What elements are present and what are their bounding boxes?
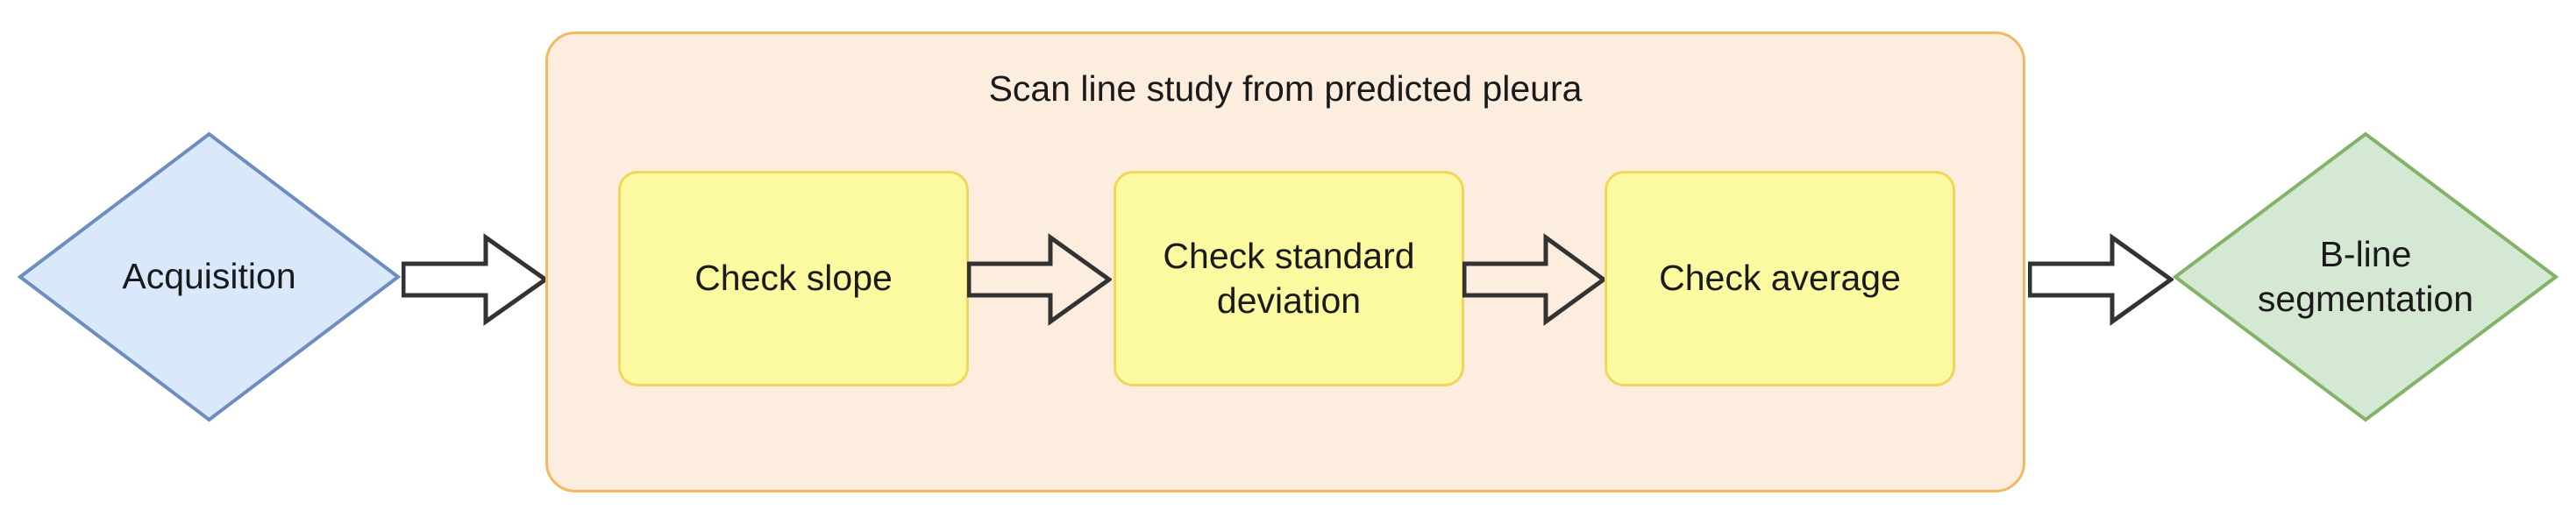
step-check-average-line1: Check average (1659, 258, 1901, 299)
connector-stddev-to-average (1462, 233, 1606, 326)
step-check-slope[interactable]: Check slope (618, 171, 969, 386)
node-acquisition[interactable]: Acquisition (18, 131, 401, 422)
step-check-standard-deviation-line2: deviation (1216, 280, 1362, 321)
connector-group-to-segmentation (2028, 233, 2174, 326)
step-check-average[interactable]: Check average (1605, 171, 1955, 386)
connector-acquisition-to-group (402, 233, 548, 326)
block-arrow-right-icon (967, 233, 1112, 326)
step-check-slope-line1: Check slope (694, 258, 893, 299)
block-arrow-right-icon (1462, 233, 1606, 326)
connector-slope-to-stddev (967, 233, 1112, 326)
group-title: Scan line study from predicted pleura (988, 68, 1583, 109)
block-arrow-right-icon (2028, 233, 2174, 326)
step-check-average-label: Check average (1648, 256, 1911, 301)
step-check-standard-deviation[interactable]: Check standard deviation (1114, 171, 1464, 386)
step-check-slope-label: Check slope (684, 256, 903, 301)
diamond-shape-icon (18, 131, 401, 422)
node-bline-segmentation[interactable]: B-line segmentation (2173, 131, 2558, 422)
diamond-shape-icon (2173, 131, 2558, 422)
step-check-standard-deviation-line1: Check standard (1163, 235, 1415, 276)
step-check-standard-deviation-label: Check standard deviation (1152, 234, 1425, 324)
block-arrow-right-icon (402, 233, 548, 326)
